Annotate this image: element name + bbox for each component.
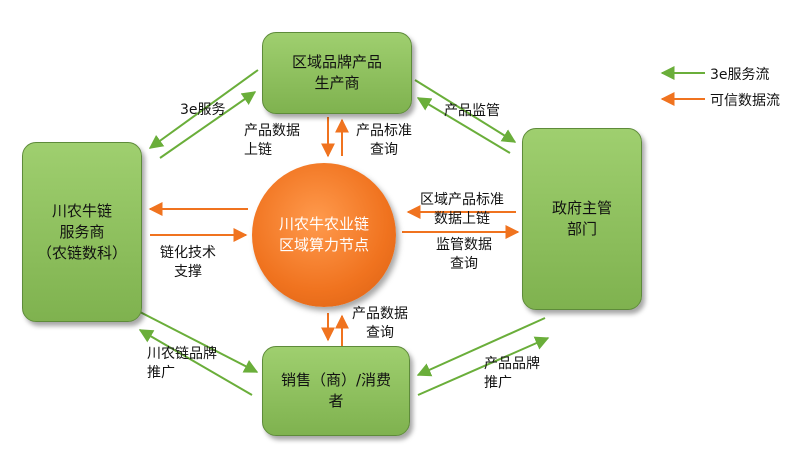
label-product-standard-query: 产品标准 查询: [356, 123, 412, 158]
label-chuannong-brand-promo: 川农链品牌 推广: [147, 346, 217, 381]
node-compute-center: 川农牛农业链 区域算力节点: [252, 163, 396, 307]
label-product-brand-promo: 产品品牌 推广: [484, 356, 540, 391]
node-government: 政府主管 部门: [522, 128, 642, 310]
arrow-left-to-top-green: [159, 91, 257, 159]
arrow-right-to-bottom-green: [416, 317, 546, 377]
arrow-bottom-to-right-green: [417, 336, 550, 396]
node-consumer: 销售（商）/消费 者: [262, 346, 410, 436]
node-consumer-label: 销售（商）/消费 者: [280, 371, 392, 410]
label-chain-tech-support: 链化技术 支撑: [160, 245, 216, 280]
arrow-top-to-right-green: [414, 79, 517, 143]
arrow-right-to-top-green: [416, 97, 511, 154]
arrow-top-to-left-green: [148, 69, 259, 149]
label-product-supervision: 产品监管: [444, 103, 500, 119]
label-supervision-data-query: 监管数据 查询: [436, 237, 492, 272]
node-compute-center-label: 川农牛农业链 区域算力节点: [278, 215, 369, 254]
arrow-bottom-to-left-green: [138, 329, 253, 396]
label-product-data-query: 产品数据 查询: [352, 306, 408, 341]
node-government-label: 政府主管 部门: [551, 199, 612, 238]
node-producer: 区域品牌产品 生产商: [262, 32, 412, 114]
label-regional-standard-upload: 区域产品标准 数据上链: [420, 192, 504, 227]
legend-orange-label: 可信数据流: [710, 93, 780, 109]
label-product-data-upload: 产品数据 上链: [244, 123, 300, 158]
legend-green-label: 3e服务流: [710, 67, 770, 83]
node-service-provider-label: 川农牛链 服务商 （农链数科）: [36, 201, 127, 262]
label-3e-service: 3e服务: [180, 102, 226, 118]
node-producer-label: 区域品牌产品 生产商: [291, 53, 382, 92]
node-service-provider: 川农牛链 服务商 （农链数科）: [22, 142, 142, 322]
arrow-left-to-bottom-green: [139, 311, 259, 373]
